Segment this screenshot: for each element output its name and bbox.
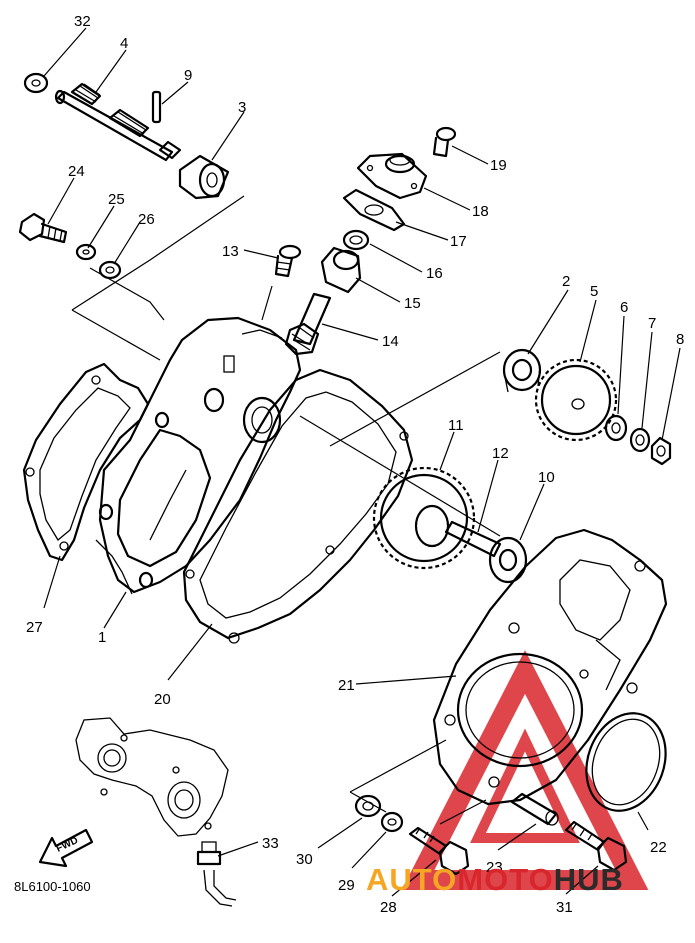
callout-15: 15 [404,295,421,312]
watermark-text: AUTOMOTOHUB [366,862,624,897]
intake-manifold [75,717,229,837]
callout-3: 3 [238,99,246,116]
callout-14: 14 [382,333,399,350]
callout-27: 27 [26,619,43,636]
part-18-housing [356,152,428,200]
fwd-label: FWD [55,835,80,855]
callout-29: 29 [338,877,355,894]
callout-12: 12 [492,445,509,462]
part-29-lock-washer [380,811,404,833]
callout-21: 21 [338,677,355,694]
part-16-seal [342,229,370,251]
callout-1: 1 [98,629,106,646]
callout-20: 20 [154,691,171,708]
callout-28: 28 [380,899,397,916]
watermark-logo [401,650,649,890]
callout-13: 13 [222,243,239,260]
leader-lines [43,27,681,897]
part-4-shaft [54,82,182,162]
part-26-washer [98,260,122,280]
callout-9: 9 [184,67,192,84]
callout-5: 5 [590,283,598,300]
callout-22: 22 [650,839,667,856]
part-25-lock-washer [75,243,97,261]
callout-8: 8 [676,331,684,348]
part-3-bushing [178,154,230,200]
alignment-lines [71,195,501,825]
part-22-o-ring [585,712,667,812]
callout-31: 31 [556,899,573,916]
callout-26: 26 [138,211,155,228]
watermark-moto: MOTO [457,862,553,897]
part-32-washer [23,72,49,94]
part-10-bearing [488,536,528,584]
part-23-dowel-pin [510,792,559,826]
part-2-bearing [502,348,542,393]
part-8-nut [650,436,672,466]
callout-23: 23 [486,859,503,876]
callout-19: 19 [490,157,507,174]
part-14-gear-shaft [284,292,332,356]
drawing-code: 8L6100-1060 [14,879,91,894]
part-12-output-shaft [444,520,502,558]
callout-6: 6 [620,299,628,316]
part-9-pin [151,90,162,124]
callout-10: 10 [538,469,555,486]
callout-33: 33 [262,835,279,852]
part-11-drive-gear [372,466,476,570]
part-33-hose-fitting [196,841,237,907]
part-5-sprocket-gear [534,358,618,442]
part-15-bushing [320,246,362,294]
part-21-outer-cover [432,528,668,806]
part-1-crankcase-cover [95,316,302,595]
callout-25: 25 [108,191,125,208]
callout-16: 16 [426,265,443,282]
part-20-gasket [182,368,414,644]
callout-11: 11 [448,417,464,434]
part-6-washer [604,414,628,442]
part-19-screw [432,126,457,158]
watermark-hub: HUB [554,862,624,897]
callout-30: 30 [296,851,313,868]
part-13-screw [274,244,302,278]
callout-7: 7 [648,315,656,332]
part-28-bolt [408,826,470,876]
part-7-washer [629,427,651,453]
part-24-bolt [18,212,68,244]
part-27-gasket [22,362,150,562]
callout-2: 2 [562,273,570,290]
callout-18: 18 [472,203,489,220]
callout-4: 4 [120,35,128,52]
forward-direction-arrow: FWD [38,828,94,868]
part-31-bolt [564,820,628,872]
callout-numbers: 32 4 9 3 24 25 26 13 19 18 17 16 15 14 2… [26,13,684,916]
callout-32: 32 [74,13,91,30]
part-17-gasket [342,188,406,232]
callout-24: 24 [68,163,85,180]
watermark-auto: AUTO [366,862,457,897]
callout-17: 17 [450,233,467,250]
